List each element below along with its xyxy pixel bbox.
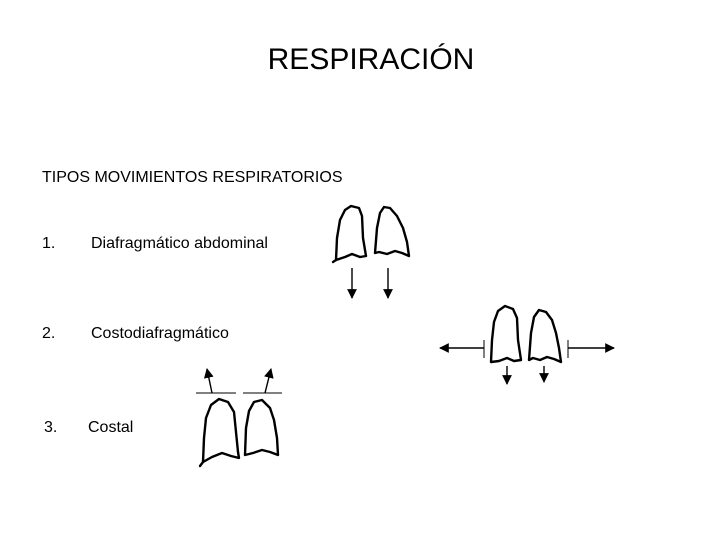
lungs-ribs-up-out-icon <box>196 368 282 468</box>
item-2-number: 2. <box>42 325 56 342</box>
lungs-diaphragm-down-icon <box>331 204 411 299</box>
item-1-label: Diafragmático abdominal <box>91 235 268 252</box>
item-3-number: 3. <box>44 419 58 436</box>
item-2-label: Costodiafragmático <box>91 325 229 342</box>
item-3-label: Costal <box>88 419 134 436</box>
lungs-lateral-and-down-icon <box>439 304 615 385</box>
item-1-number: 1. <box>42 235 56 252</box>
slide-title: RESPIRACIÓN <box>267 43 475 76</box>
section-subtitle: TIPOS MOVIMIENTOS RESPIRATORIOS <box>42 169 343 186</box>
